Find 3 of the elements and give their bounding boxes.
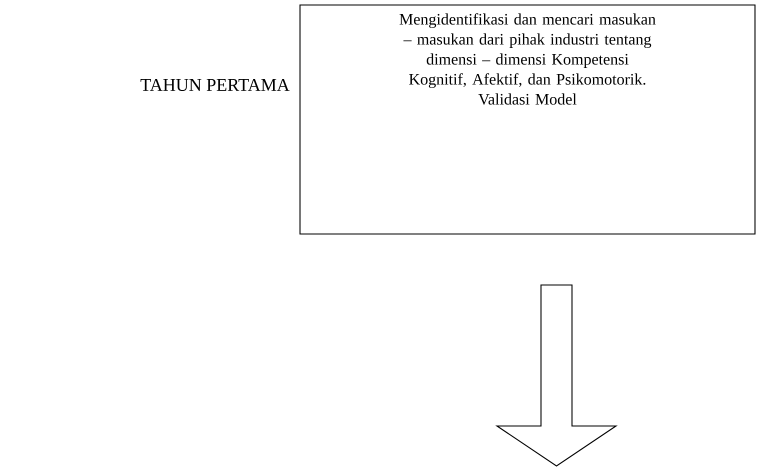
block-arrow xyxy=(495,284,618,467)
text-box: Mengidentifikasi dan mencari masukan – masukan dari pihak industri tentang dimensi – dimensi Kompetensi Kognitif, Afektif, dan Psikomotorik. Validasi Model xyxy=(299,4,756,235)
row-label: TAHUN PERTAMA xyxy=(140,78,290,92)
